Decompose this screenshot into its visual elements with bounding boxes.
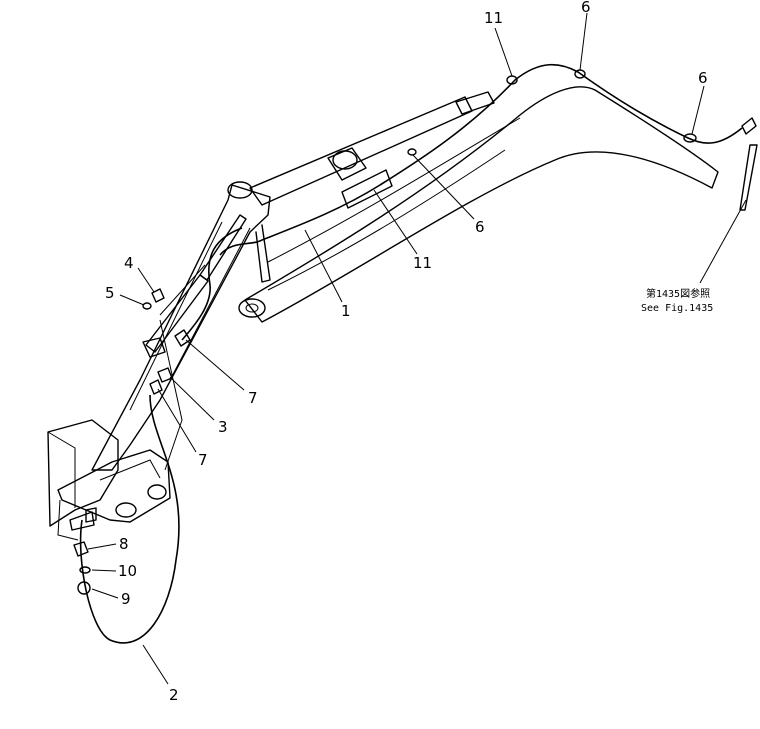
hose-end-fitting [741,117,757,135]
callout-6-right: 6 [698,69,708,87]
bolt-8 [73,541,89,557]
callout-4: 4 [124,254,134,272]
callout-10: 10 [118,562,137,580]
callout-6-mid: 6 [475,218,485,236]
fitting-at-bracket [85,507,97,523]
nut-9 [77,581,91,595]
callout-6-top: 6 [581,0,591,16]
callout-1: 1 [341,302,351,320]
hose-clamp-6-mid [407,148,417,156]
callout-7-upper: 7 [248,389,258,407]
hose-clamp-11-upper [341,169,393,209]
washer-5 [142,302,152,310]
hose-clamp-7-lower [149,379,163,395]
clamps [73,69,758,595]
boom [238,86,719,323]
callout-9: 9 [121,590,131,608]
callout-7-lower: 7 [198,451,208,469]
hose-clamp-6-right [683,133,697,143]
hose-clamp-7-upper [174,329,191,347]
boom-cylinder [249,91,495,206]
callout-3: 3 [218,418,228,436]
hose-1 [219,63,743,256]
pipe-rod [739,144,758,211]
hoses [79,63,743,644]
callout-8: 8 [119,535,129,553]
callouts: 11 6 6 6 11 1 4 5 7 3 7 8 10 9 2 [105,0,708,704]
callout-11-top: 11 [484,9,503,27]
reference-note-jp: 第1435図参照 [646,287,710,300]
reference-note: 第1435図参照 See Fig.1435 [641,287,713,314]
callout-11-mid: 11 [413,254,432,272]
callout-2: 2 [169,686,179,704]
arm [91,181,271,471]
hose-2 [79,394,180,644]
fitting-3 [157,367,173,383]
attachment-bracket [47,264,206,541]
callout-5: 5 [105,284,115,302]
reference-note-en: See Fig.1435 [641,303,713,314]
washer-10 [79,566,91,574]
leader-lines [87,12,747,685]
bolt-4 [151,288,165,303]
